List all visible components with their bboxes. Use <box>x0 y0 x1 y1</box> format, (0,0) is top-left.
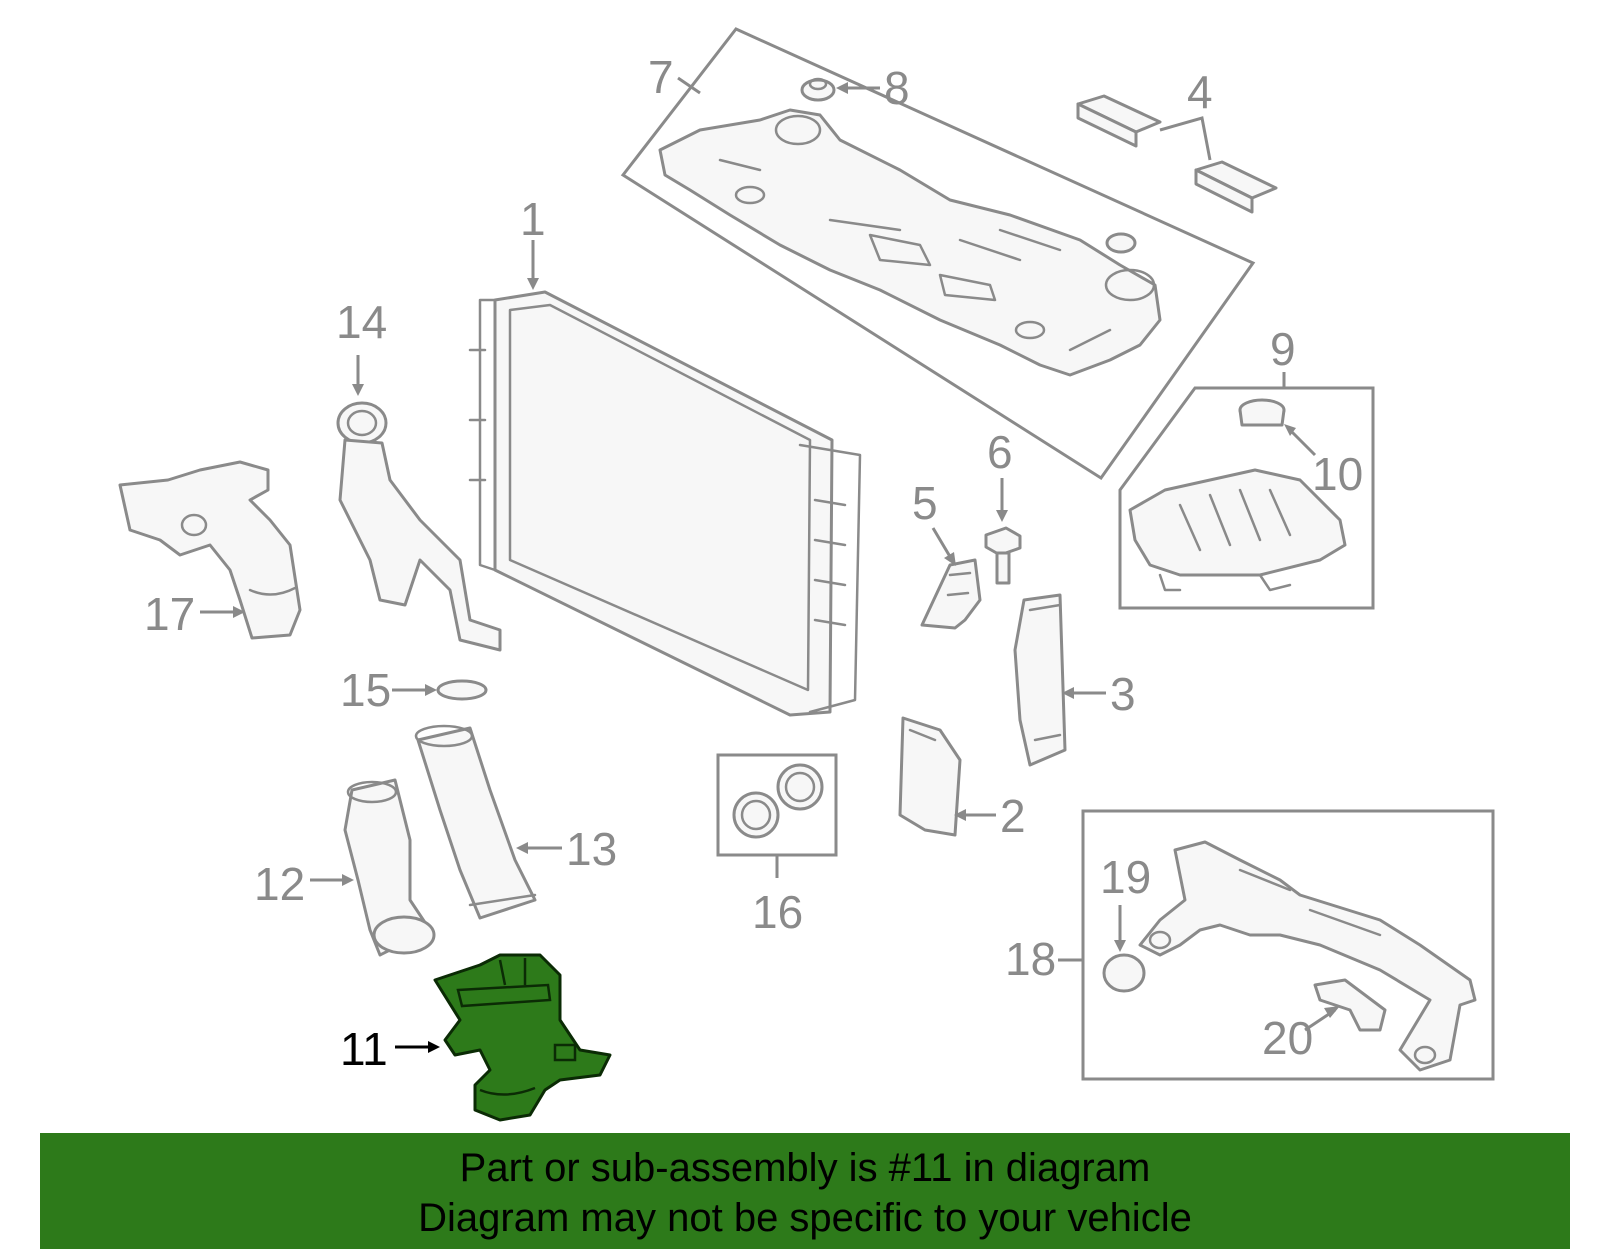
part-17-pipe <box>118 460 302 640</box>
label-8: 8 <box>884 62 910 114</box>
part-12-hose <box>343 778 436 957</box>
part-18-pipe <box>1081 809 1495 1081</box>
label-19: 19 <box>1100 851 1151 903</box>
label-11: 11 <box>340 1023 388 1075</box>
label-15: 15 <box>340 664 391 716</box>
part-8-grommet <box>800 77 1137 254</box>
label-7: 7 <box>648 51 674 103</box>
label-4: 4 <box>1187 66 1213 118</box>
label-20: 20 <box>1262 1012 1313 1064</box>
label-1: 1 <box>520 193 546 245</box>
arrow-12 <box>342 874 354 886</box>
banner-line-1: Part or sub-assembly is #11 in diagram <box>459 1146 1151 1190</box>
arrow-5 <box>944 552 956 566</box>
label-9: 9 <box>1270 323 1296 375</box>
arrow-11 <box>428 1041 440 1053</box>
arrow-13 <box>516 842 528 854</box>
label-12: 12 <box>254 858 305 910</box>
arrow-10 <box>1284 424 1296 436</box>
part-7-cover <box>620 27 1256 481</box>
part-19-seal <box>1102 953 1146 993</box>
label-13: 13 <box>566 823 617 875</box>
leader-5 <box>931 527 954 561</box>
label-2: 2 <box>1000 790 1026 842</box>
label-16: 16 <box>752 886 803 938</box>
label-5: 5 <box>912 477 938 529</box>
label-14: 14 <box>336 296 387 348</box>
part-3-shroud <box>1013 593 1067 767</box>
banner-line-2: Diagram may not be specific to your vehi… <box>418 1196 1192 1240</box>
part-16-seals <box>716 753 838 857</box>
arrow-2 <box>954 809 966 821</box>
arrow-6 <box>996 510 1008 522</box>
part-14-hose <box>336 401 502 652</box>
label-3: 3 <box>1110 668 1136 720</box>
info-banner: Part or sub-assembly is #11 in diagram D… <box>40 1133 1570 1249</box>
part-2-panel <box>898 716 962 837</box>
part-5-bracket <box>920 558 982 630</box>
part-4-pads <box>1076 94 1278 214</box>
part-1-radiator <box>468 290 862 717</box>
arrow-1 <box>527 278 539 290</box>
part-20-sensor <box>1313 978 1387 1032</box>
label-18: 18 <box>1005 933 1056 985</box>
arrow-14 <box>352 384 364 396</box>
part-11-thermostat-housing <box>433 953 612 1122</box>
part-13-hose <box>414 724 537 920</box>
arrow-8 <box>836 82 848 94</box>
label-6: 6 <box>987 426 1013 478</box>
part-9-reservoir <box>1118 386 1375 610</box>
leader-7 <box>677 76 701 95</box>
arrow-15 <box>425 684 437 696</box>
arrow-3 <box>1062 687 1074 699</box>
arrow-20 <box>1324 1006 1340 1018</box>
part-10-cap <box>1238 398 1286 427</box>
part-15-oring <box>436 679 488 701</box>
leader-4 <box>1159 116 1212 161</box>
part-6-bolt <box>984 526 1022 585</box>
label-10: 10 <box>1312 448 1363 500</box>
arrow-19 <box>1114 940 1126 952</box>
arrow-17 <box>233 606 245 618</box>
label-17: 17 <box>144 588 195 640</box>
